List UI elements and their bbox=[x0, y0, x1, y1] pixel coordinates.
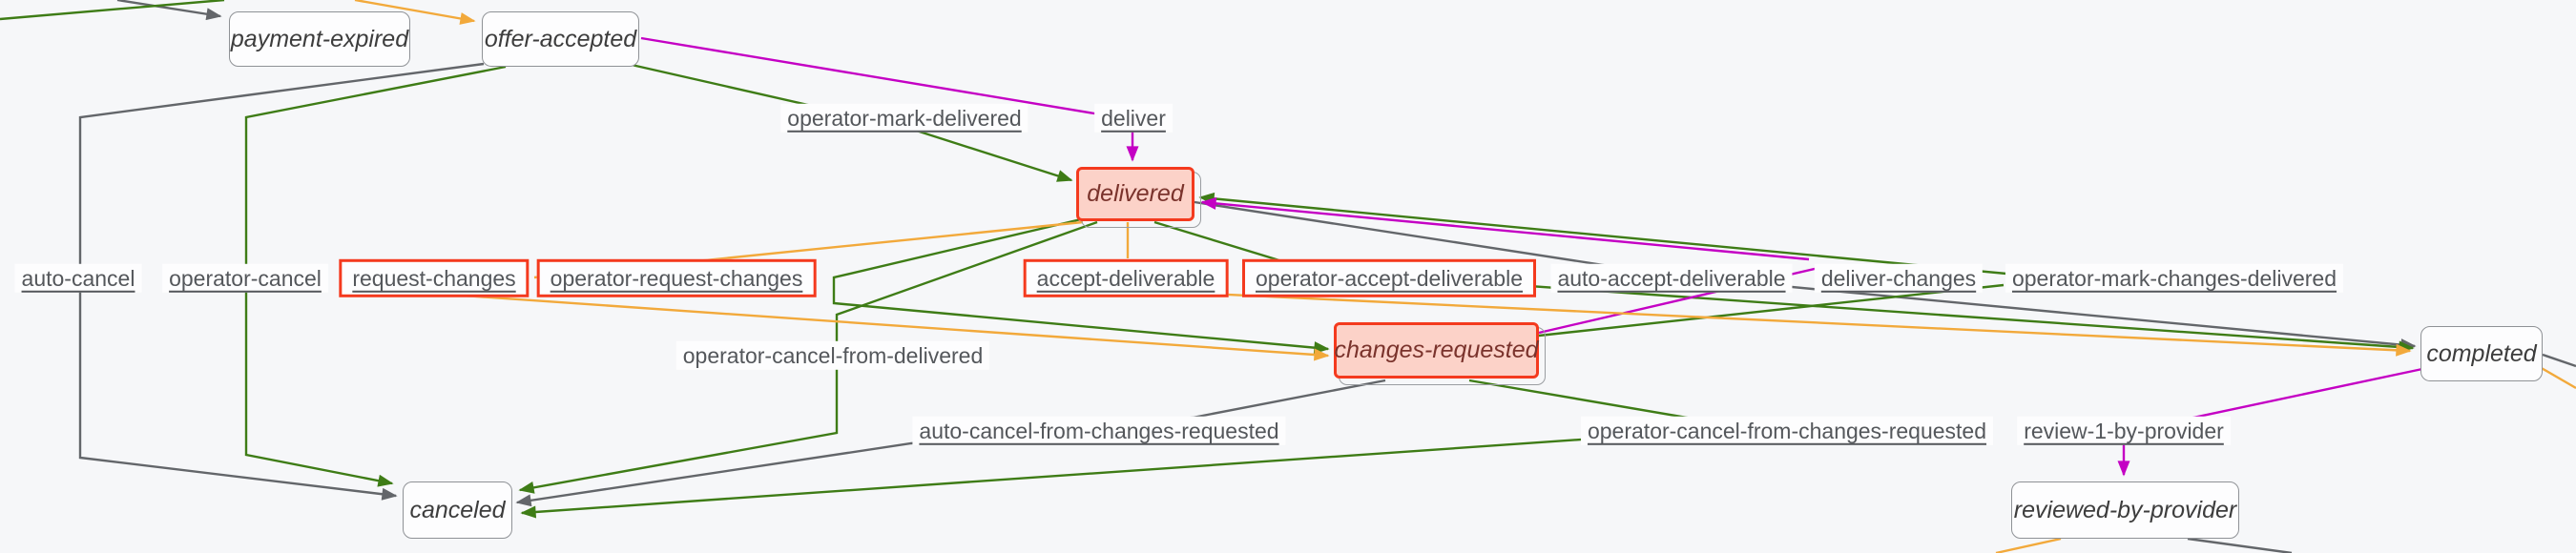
edge-label-operator-mark-delivered[interactable]: operator-mark-delivered bbox=[780, 103, 1028, 133]
edge-label-auto-accept-deliverable[interactable]: auto-accept-deliverable bbox=[1550, 263, 1793, 294]
edge-label-accept-deliverable[interactable]: accept-deliverable bbox=[1023, 258, 1229, 298]
edge-label-request-changes[interactable]: request-changes bbox=[339, 258, 530, 298]
edge-magenta-20 bbox=[1200, 196, 1810, 261]
edge-label-operator-request-changes[interactable]: operator-request-changes bbox=[536, 258, 817, 298]
edge-green-6 bbox=[0, 0, 225, 21]
edge-green-9 bbox=[832, 217, 1330, 355]
edge-magenta-17 bbox=[640, 36, 1101, 116]
edge-label-review-1-by-provider[interactable]: review-1-by-provider bbox=[2017, 416, 2231, 446]
node-offer-accepted[interactable]: offer-accepted bbox=[482, 11, 639, 67]
edge-green-16 bbox=[1198, 192, 2007, 276]
edge-label-operator-cancel[interactable]: operator-cancel bbox=[162, 263, 328, 294]
node-reviewed-by-provider[interactable]: reviewed-by-provider bbox=[2011, 481, 2239, 539]
edge-label-deliver[interactable]: deliver bbox=[1094, 103, 1173, 133]
edge-orange-28 bbox=[2539, 365, 2576, 390]
edge-green-14 bbox=[1487, 281, 2415, 354]
node-changes-requested[interactable]: changes-requested bbox=[1334, 322, 1539, 379]
edge-label-auto-cancel[interactable]: auto-cancel bbox=[14, 263, 142, 294]
edge-label-auto-cancel-from-changes-requested[interactable]: auto-cancel-from-changes-requested bbox=[912, 416, 1286, 446]
edge-orange-23 bbox=[354, 0, 476, 25]
edge-green-12 bbox=[520, 435, 1623, 519]
edge-green-10 bbox=[518, 220, 1098, 494]
node-payment-expired[interactable]: payment-expired bbox=[229, 11, 410, 67]
node-completed[interactable]: completed bbox=[2420, 326, 2543, 381]
edge-orange-29 bbox=[1995, 537, 2062, 553]
node-canceled[interactable]: canceled bbox=[403, 481, 512, 539]
edge-orange-25 bbox=[366, 287, 1330, 361]
edge-label-operator-accept-deliverable[interactable]: operator-accept-deliverable bbox=[1242, 258, 1536, 298]
edge-gray-0 bbox=[116, 0, 222, 21]
edge-label-operator-cancel-from-changes-requested[interactable]: operator-cancel-from-changes-requested bbox=[1580, 416, 1994, 446]
edge-green-15 bbox=[1538, 283, 2005, 338]
edge-gray-4 bbox=[2542, 353, 2576, 368]
edge-orange-27 bbox=[1127, 288, 2412, 357]
node-delivered[interactable]: delivered bbox=[1076, 167, 1195, 221]
edge-label-operator-cancel-from-delivered: operator-cancel-from-delivered bbox=[675, 340, 990, 371]
edge-gray-5 bbox=[2187, 537, 2293, 553]
edge-label-deliver-changes[interactable]: deliver-changes bbox=[1814, 263, 1984, 294]
edge-label-operator-mark-changes-delivered[interactable]: operator-mark-changes-delivered bbox=[2005, 263, 2344, 294]
